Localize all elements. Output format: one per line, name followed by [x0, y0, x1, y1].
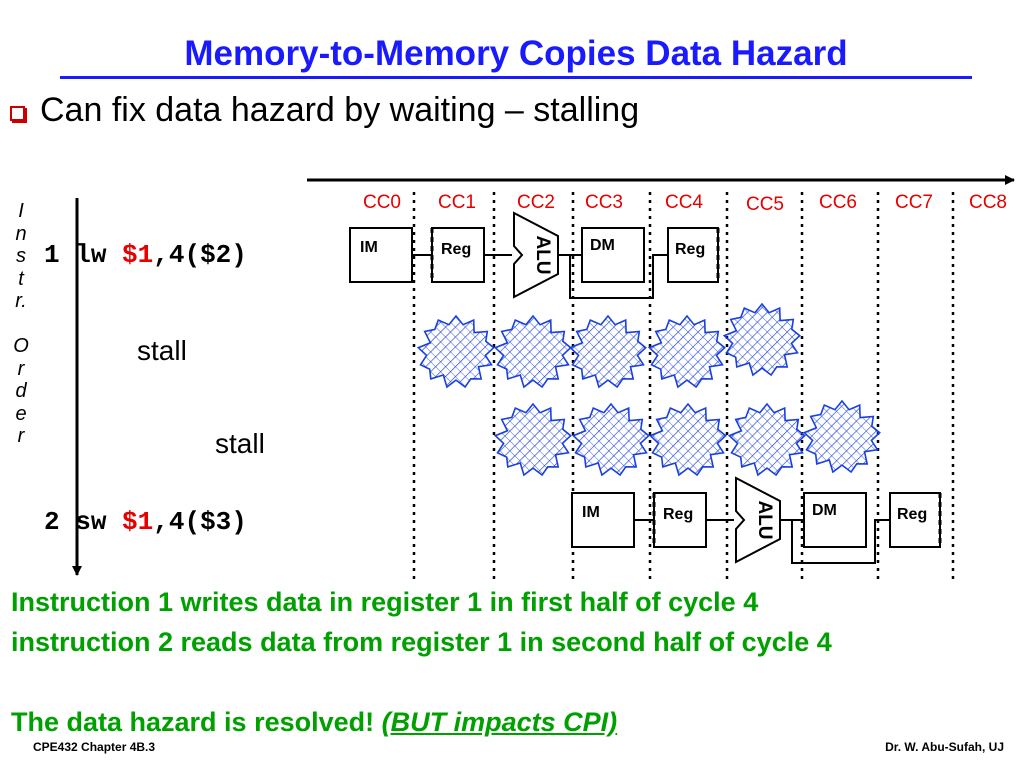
clock-cycle-label: CC4 [665, 192, 703, 213]
instruction-op: sw [75, 507, 107, 537]
clock-cycle-label: CC0 [363, 192, 401, 213]
clock-cycle-label: CC2 [517, 192, 555, 213]
dm-stage [581, 227, 645, 283]
alu-label: ALU [532, 235, 553, 274]
order-letter: O [13, 335, 29, 357]
alu-stage [735, 476, 781, 564]
stage-label: DM [812, 502, 837, 519]
order-letter: s [16, 245, 26, 267]
footer-chapter: CPE432 Chapter 4B.3 [33, 740, 156, 754]
clock-cycle-label: CC8 [969, 192, 1007, 213]
im-stage [349, 227, 413, 283]
stall-bubble [722, 302, 801, 377]
footer-author: Dr. W. Abu-Sufah, UJ [885, 740, 1004, 754]
instruction-2: 2 sw $1,4($3) [44, 507, 247, 537]
instruction-register: $1 [122, 507, 154, 537]
stall-bubble [568, 314, 647, 389]
instruction-operand: ,4($2) [153, 240, 247, 270]
stall-bubble [493, 402, 572, 477]
clock-cycle-label: CC7 [895, 192, 933, 213]
stage-label: IM [582, 504, 600, 521]
instruction-1: 1 lw $1,4($2) [44, 240, 247, 270]
order-letter: r [17, 425, 25, 447]
note-line-3: The data hazard is resolved! (BUT impact… [11, 702, 1021, 742]
stage-label: Reg [663, 506, 693, 523]
note-resolved: The data hazard is resolved! [11, 707, 382, 737]
order-letter: r. [15, 290, 27, 312]
order-letter: t [18, 267, 24, 290]
instruction-op: lw [75, 240, 107, 270]
stall-bubble [802, 399, 881, 474]
bullet-square-icon [10, 106, 25, 121]
clock-cycle-label: CC5 [746, 194, 784, 215]
note-line-1: Instruction 1 writes data in register 1 … [11, 587, 759, 617]
stall-bubble [493, 314, 572, 389]
note-cpi-emphasis: (BUT impacts CPI) [381, 707, 618, 737]
stall-bubble [727, 402, 806, 477]
dm-bypass-wire [569, 254, 668, 299]
stage-label: DM [590, 237, 615, 254]
pipeline-instruction-1: IM Reg ALU DM Reg [349, 211, 720, 299]
order-letter: d [15, 380, 27, 402]
instruction-operand: ,4($3) [153, 507, 247, 537]
dm-bypass-wire [791, 519, 890, 564]
bullet-text: Can fix data hazard by waiting – stallin… [40, 91, 640, 129]
slide-title: Memory-to-Memory Copies Data Hazard [60, 32, 972, 79]
clock-cycle-label: CC1 [438, 192, 476, 213]
note-line-2: instruction 2 reads data from register 1… [11, 627, 832, 657]
im-stage [571, 492, 635, 548]
stage-label: Reg [675, 241, 705, 258]
reg-write-stage [889, 492, 941, 548]
stall-label-1: stall [137, 335, 187, 366]
pipeline-instruction-2: IM Reg ALU DM Reg [571, 476, 942, 564]
stage-label: IM [360, 239, 378, 256]
instruction-register: $1 [122, 240, 154, 270]
order-letter: r [17, 357, 25, 380]
clock-cycle-label: CC6 [819, 192, 857, 213]
order-letter: n [15, 222, 27, 245]
stage-label: Reg [441, 241, 471, 258]
instruction-number: 1 [44, 240, 60, 270]
dm-stage [803, 492, 867, 548]
instruction-number: 2 [44, 507, 60, 537]
stall-bubble [647, 314, 726, 389]
stall-bubble [571, 402, 650, 477]
order-letter: e [15, 402, 27, 425]
stall-bubble [648, 402, 727, 477]
alu-stage [513, 211, 559, 299]
stage-label: Reg [897, 506, 927, 523]
stall-bubble [416, 314, 495, 389]
stall-label-2: stall [215, 428, 265, 459]
clock-cycle-label: CC3 [585, 192, 623, 213]
order-letter: I [18, 200, 24, 222]
alu-label: ALU [754, 500, 775, 539]
